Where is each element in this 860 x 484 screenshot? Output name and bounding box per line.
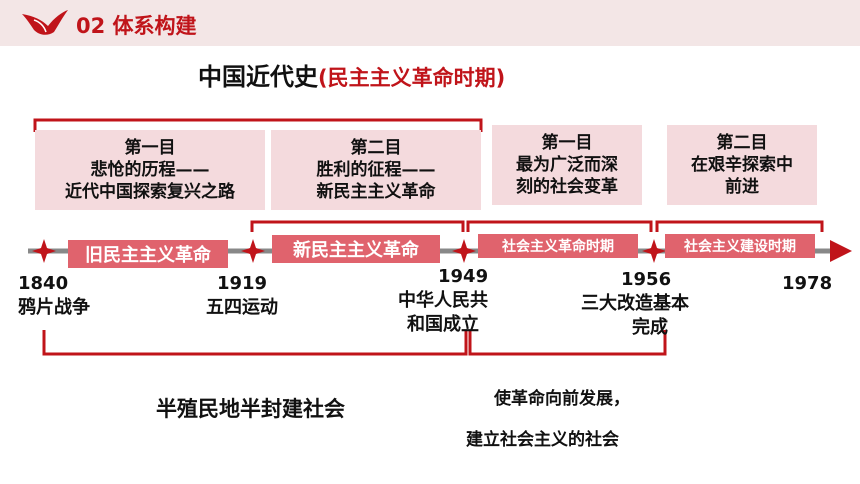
note-revolution-1: 使革命向前发展， <box>494 389 630 409</box>
box-line: 近代中国探索复兴之路 <box>65 182 235 202</box>
year: 1840 <box>18 273 69 294</box>
header-bar: 02 体系构建 <box>0 0 860 46</box>
timeline-label-1978: 1978 <box>782 272 832 296</box>
event: 三大改造基本 <box>581 293 689 314</box>
year: 1978 <box>782 273 833 294</box>
period-band-socialist-revolution: 社会主义革命时期 <box>478 234 638 258</box>
event: 完成 <box>632 317 668 338</box>
period-band-socialist-construction: 社会主义建设时期 <box>665 234 815 258</box>
box-line: 悲怆的历程—— <box>90 160 210 180</box>
box-line: 第一目 <box>124 138 176 158</box>
box-line: 胜利的征程—— <box>316 160 436 180</box>
box-line: 刻的社会变革 <box>516 177 618 197</box>
box-stage-3: 第一目 最为广泛而深 刻的社会变革 <box>492 125 642 205</box>
title-main: 中国近代史 <box>198 63 318 91</box>
event: 和国成立 <box>407 314 480 335</box>
event: 五四运动 <box>206 297 278 318</box>
box-line: 第二目 <box>350 138 402 158</box>
period-band-new-democratic: 新民主主义革命 <box>272 235 440 263</box>
box-stage-1: 第一目 悲怆的历程—— 近代中国探索复兴之路 <box>35 130 265 210</box>
box-stage-4: 第二目 在艰辛探索中 前进 <box>667 125 817 205</box>
note-semi-colonial: 半殖民地半封建社会 <box>156 397 345 421</box>
year: 1919 <box>216 273 268 294</box>
box-line: 最为广泛而深 <box>516 155 618 175</box>
box-line: 在艰辛探索中 <box>691 155 793 175</box>
period-band-old-democratic: 旧民主主义革命 <box>68 240 228 268</box>
bird-logo-icon <box>22 10 68 35</box>
box-line: 新民主主义革命 <box>316 182 436 202</box>
box-line: 第一目 <box>541 133 593 153</box>
box-line: 前进 <box>725 177 759 197</box>
timeline-label-1949: 1949 中华人民共 和国成立 <box>398 265 488 337</box>
note-revolution-2: 建立社会主义的社会 <box>466 430 619 450</box>
timeline-label-1840: 1840 鸦片战争 <box>18 272 90 320</box>
year: 1949 <box>438 266 489 287</box>
timeline-label-1956: 1956 三大改造基本 完成 <box>581 268 689 340</box>
title-sub: (民主主义革命时期) <box>318 66 506 90</box>
event: 中华人民共 <box>398 290 489 311</box>
timeline-label-1919: 1919 五四运动 <box>206 272 278 320</box>
box-stage-2: 第二目 胜利的征程—— 新民主主义革命 <box>271 130 481 210</box>
page-title: 中国近代史(民主主义革命时期) <box>198 57 505 92</box>
year: 1956 <box>621 269 672 290</box>
box-line: 第二目 <box>716 133 768 153</box>
section-title: 02 体系构建 <box>76 14 197 38</box>
event: 鸦片战争 <box>18 297 90 318</box>
